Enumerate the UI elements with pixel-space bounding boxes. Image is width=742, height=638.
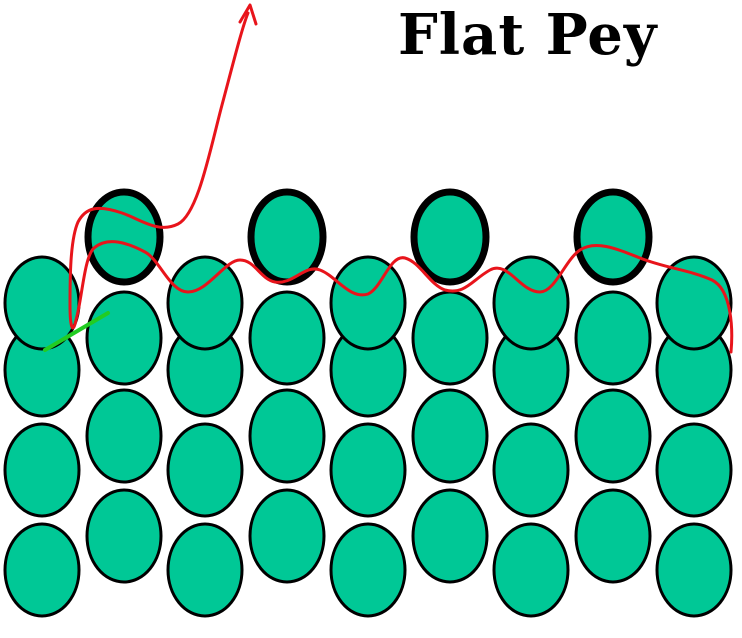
needle-marker-group xyxy=(43,311,110,352)
bead xyxy=(166,422,244,518)
thread-path-group xyxy=(68,3,734,354)
bead xyxy=(492,422,570,518)
bead xyxy=(329,422,407,518)
bead xyxy=(3,422,81,518)
bead xyxy=(329,255,407,351)
thread-path xyxy=(68,11,734,354)
bead xyxy=(655,422,733,518)
bead xyxy=(85,388,163,484)
bead xyxy=(3,522,81,618)
bead xyxy=(655,522,733,618)
thread-arrow-head xyxy=(238,3,258,26)
bead xyxy=(85,290,163,386)
bead xyxy=(85,488,163,584)
bead xyxy=(574,388,652,484)
bead xyxy=(411,388,489,484)
bead xyxy=(166,522,244,618)
bead xyxy=(248,388,326,484)
bead xyxy=(574,488,652,584)
highlighted-bead xyxy=(84,188,164,286)
bead-grid xyxy=(3,188,733,618)
highlighted-bead xyxy=(410,188,490,286)
bead xyxy=(248,290,326,386)
bead xyxy=(574,290,652,386)
bead xyxy=(248,488,326,584)
bead xyxy=(492,255,570,351)
needle-marker xyxy=(43,311,110,352)
bead xyxy=(166,255,244,351)
highlighted-bead xyxy=(573,188,653,286)
bead xyxy=(411,290,489,386)
bead xyxy=(492,522,570,618)
page-title: Flat Pey xyxy=(398,2,658,68)
bead xyxy=(655,255,733,351)
bead xyxy=(411,488,489,584)
bead xyxy=(329,522,407,618)
